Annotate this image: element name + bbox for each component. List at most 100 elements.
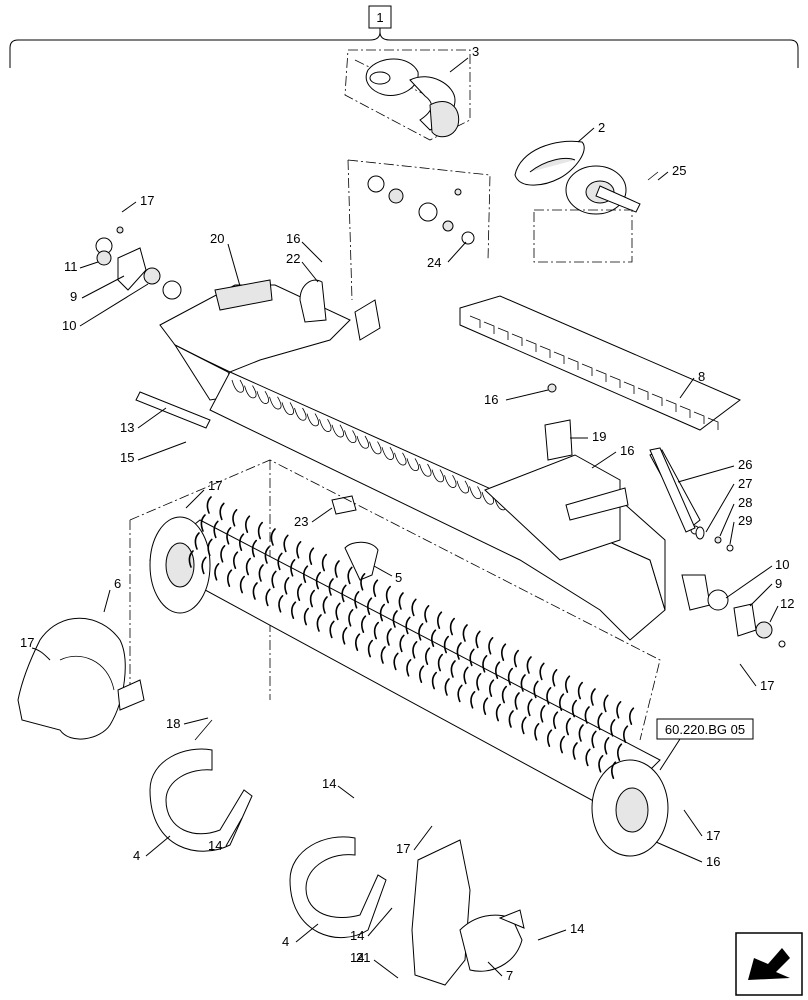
knife-slot (306, 413, 319, 427)
rotor-tine (355, 633, 361, 651)
rotor-tine (309, 589, 315, 608)
plate-slot (483, 321, 495, 334)
rotor-tine (412, 641, 418, 659)
rotor-tine (373, 621, 379, 640)
knife-slot (281, 402, 294, 416)
callout-16-c: 16 (620, 443, 634, 458)
lever-part (649, 447, 734, 552)
rotor-tine (534, 723, 540, 741)
rotor-tine (219, 502, 225, 521)
rotor-tine (329, 620, 335, 639)
rotor-tine (431, 671, 437, 690)
rotor-tine (226, 527, 232, 545)
rotor-assembly (129, 459, 669, 857)
rotor-tine (194, 532, 200, 550)
callout-17-b: 17 (208, 478, 222, 493)
rotor-tine (347, 566, 353, 585)
callout-3: 3 (472, 44, 479, 59)
rotor-tine (284, 577, 290, 595)
rotor-tine (303, 565, 309, 583)
plate-slot (707, 417, 719, 430)
rotor-tine (418, 623, 424, 641)
knife-slot (294, 407, 307, 421)
rotor-tine (553, 711, 559, 729)
rotor-tine (508, 710, 514, 728)
callout-24: 24 (427, 255, 441, 270)
knife-slot (394, 452, 407, 466)
plate-slot (525, 339, 537, 352)
rotor-tine (405, 616, 411, 635)
rotor-tine (297, 583, 303, 601)
callout-2: 2 (598, 120, 605, 135)
rotor-tine (501, 643, 507, 661)
rotor-tine (239, 575, 245, 594)
rotor-tine (629, 707, 635, 725)
arrow-navigation-icon[interactable] (735, 932, 803, 996)
plate-slot (581, 363, 593, 376)
rotor-tine (495, 661, 501, 679)
callout-10-b: 10 (775, 557, 789, 572)
rotor-tine (265, 588, 271, 607)
rotor-tine (526, 656, 532, 674)
auger-right-part (514, 140, 659, 263)
callout-14-b: 14 (208, 838, 222, 853)
rotor-tine (597, 712, 603, 731)
assembly-number: 1 (376, 10, 383, 25)
rotor-tine (610, 719, 616, 737)
rotor-tine (604, 737, 610, 755)
rotor-tine (385, 585, 391, 604)
callout-14-c: 14 (350, 928, 364, 943)
knife-slot (444, 474, 457, 488)
rotor-tine (565, 717, 571, 736)
callout-14-d: 14 (570, 921, 584, 936)
rotor-tine (463, 666, 469, 685)
reference-label[interactable]: 60.220.BG 05 (665, 722, 745, 737)
rotor-tine (201, 556, 207, 575)
knife-slot (456, 480, 469, 494)
plate-slot (693, 411, 705, 424)
rotor-tine (360, 573, 366, 591)
rotor-tine (398, 592, 404, 610)
rotor-tine (443, 635, 449, 654)
plate-slot (539, 345, 551, 358)
rotor-tine (341, 584, 347, 603)
knife-slot (381, 446, 394, 460)
callout-19: 19 (592, 429, 606, 444)
callout-14-a: 14 (322, 776, 336, 791)
knife-slot (431, 469, 444, 483)
rotor-tine (521, 716, 527, 735)
rotor-tine (598, 755, 604, 773)
rotor-tine (507, 667, 513, 686)
callout-16-b: 16 (484, 392, 498, 407)
rotor-tine (611, 761, 617, 779)
rotor-tine (591, 730, 597, 749)
rotor-tine (367, 639, 373, 658)
callout-12: 12 (780, 596, 794, 611)
callout-13: 13 (120, 420, 134, 435)
callout-9-a: 9 (70, 289, 77, 304)
rotor-tine (623, 725, 629, 743)
rotor-frame (159, 279, 741, 641)
rotor-tine (489, 679, 495, 697)
callout-9-b: 9 (775, 576, 782, 591)
rotor-tine (257, 521, 263, 540)
rotor-tine (449, 617, 455, 636)
callout-20: 20 (210, 231, 224, 246)
rotor-tine (348, 609, 354, 627)
rotor-tine (419, 665, 425, 683)
reference-link[interactable]: 60.220.BG 05 (656, 718, 754, 771)
assembly-bracket: 1 (9, 5, 799, 68)
rotor-tine (290, 559, 296, 577)
callout-26: 26 (738, 457, 752, 472)
rotor-tine (379, 603, 385, 622)
rotor-tine (239, 533, 245, 551)
knife-slot (256, 390, 269, 404)
callout-16-a: 16 (286, 231, 300, 246)
rotor-tine (245, 515, 251, 533)
stripper-plate-slots (469, 315, 719, 430)
rotor-tine (315, 571, 321, 590)
rotor-tine (584, 706, 590, 724)
rotor-tine (270, 528, 276, 546)
rotor-tine (303, 607, 309, 626)
